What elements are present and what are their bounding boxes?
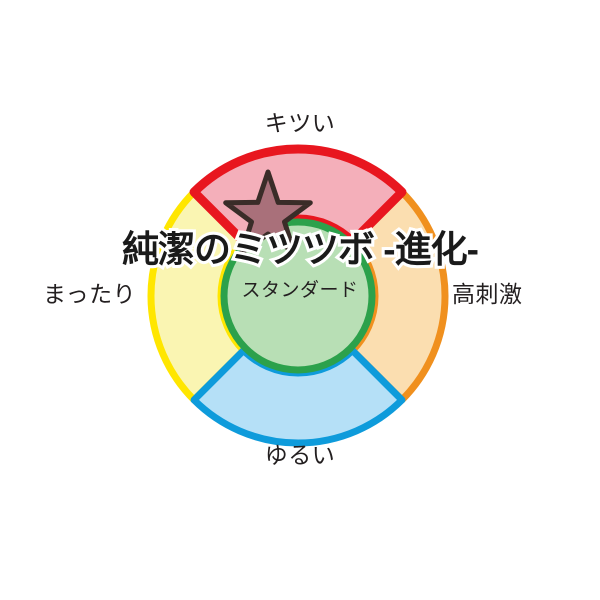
wheel-hub-standard[interactable] [220, 218, 376, 374]
axis-label-left: まったり [43, 281, 137, 307]
axis-label-right: 高刺激 [452, 281, 523, 307]
hub-label-standard: スタンダード [241, 280, 359, 301]
axis-label-top: キツい [264, 110, 336, 136]
axis-label-bottom: ゆるい [264, 442, 336, 468]
star-marker-icon [223, 169, 313, 255]
